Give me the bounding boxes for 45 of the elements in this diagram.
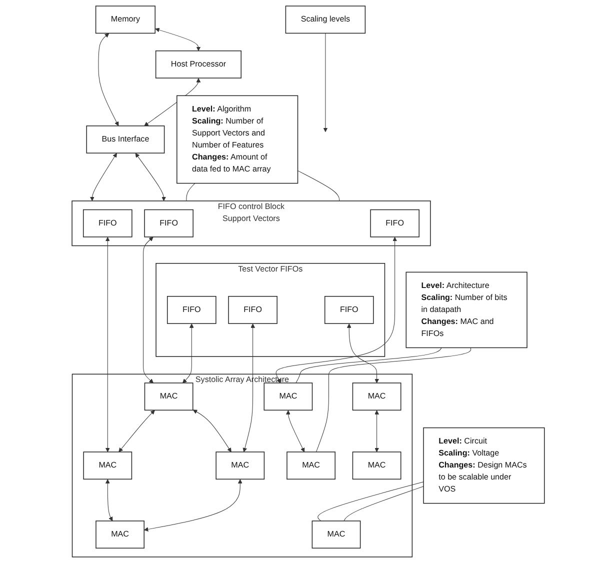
node-box [82,209,132,238]
node-box [352,452,402,480]
node-box [324,296,374,324]
node-box [312,520,360,549]
node-box [95,6,156,34]
node-box [144,382,194,411]
arrow [374,410,379,452]
node-box [216,452,264,480]
node-box [83,452,132,480]
connector [317,482,424,522]
arrow [105,236,110,452]
node-box [144,209,194,238]
node-box [286,452,336,480]
arrow [192,410,232,452]
node-box [370,209,420,238]
arrow [142,236,154,384]
arrow [144,479,242,532]
connector [186,183,195,202]
arrow [105,479,113,522]
node-box [228,296,278,324]
arrow [135,153,166,202]
arrow [242,324,255,452]
node-box [264,382,312,411]
node-box [166,296,216,324]
arrow [346,324,379,384]
connector [295,347,442,384]
arrow [118,410,155,452]
arrow [323,32,328,132]
node-box [352,382,402,411]
connector [297,170,340,202]
node-box [86,126,164,154]
connector [316,347,471,452]
node-box [155,50,242,78]
arrow [182,324,194,384]
arrow [98,33,118,126]
node-box [95,520,144,549]
arrow [276,236,397,384]
arrow [154,28,200,52]
node-box [422,427,545,504]
arrow [90,153,117,202]
node-box [406,272,528,348]
node-box [176,95,298,184]
arrow [286,410,304,452]
connector [343,486,424,522]
node-box [285,6,366,34]
